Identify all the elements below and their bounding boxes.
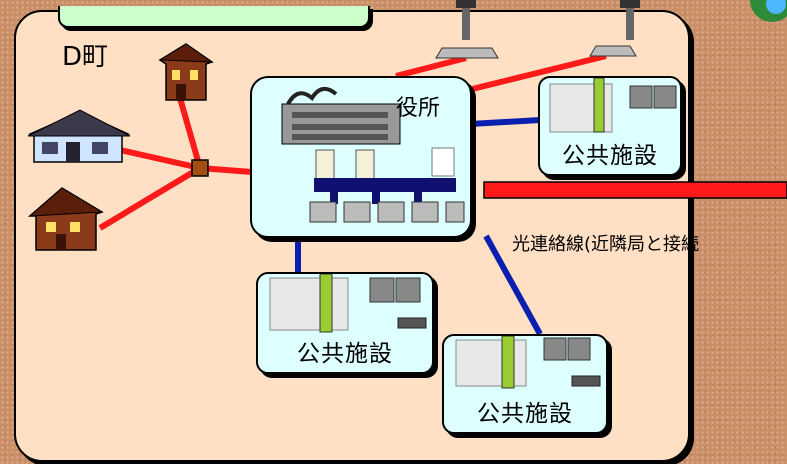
blue-line-facility-right [469, 117, 541, 127]
house-icon [28, 187, 104, 251]
facility-building-icon [455, 336, 601, 389]
house-icon [27, 109, 131, 163]
red-line-house1 [177, 97, 203, 169]
title-tab [58, 6, 370, 28]
antenna-tower-1 [435, 0, 499, 59]
public-facility-box: 公共施設 [442, 334, 608, 434]
red-line-house3 [98, 165, 202, 231]
globe-icon [750, 0, 787, 22]
red-line-house2 [119, 147, 201, 171]
facility-building-icon [269, 274, 427, 333]
public-facility-box: 公共施設 [538, 76, 682, 176]
public-facility-box: 公共施設 [256, 272, 434, 374]
office-building-icon [281, 86, 465, 223]
blue-line-facility-lower [483, 234, 543, 336]
antenna-tower-2 [589, 0, 640, 57]
red-line-tower2 [459, 53, 607, 95]
facility-building-icon [549, 78, 677, 133]
red-line-tower1 [395, 55, 467, 79]
pc-row [309, 201, 465, 223]
fiber-link-label: 光連絡線(近隣局と接続 [512, 234, 700, 255]
hub-node [191, 159, 209, 177]
house-icon [158, 43, 214, 101]
office-label: 役所 [396, 96, 441, 121]
town-label: D町 [62, 42, 109, 72]
city-office-box [250, 76, 472, 238]
